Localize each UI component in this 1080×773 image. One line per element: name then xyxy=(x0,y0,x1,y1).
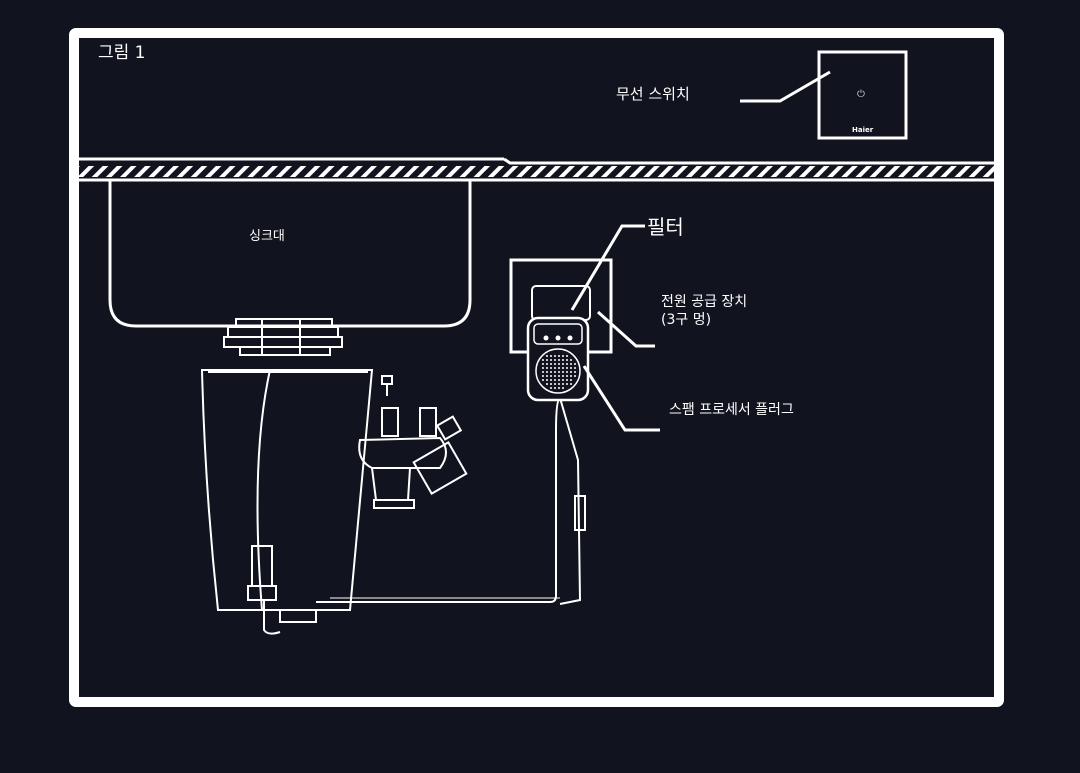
grille-dot xyxy=(542,363,544,365)
grille-dot xyxy=(566,363,568,365)
grille-dot xyxy=(566,355,568,357)
grille-dot xyxy=(562,379,564,381)
grille-dot xyxy=(570,379,572,381)
grille-dot xyxy=(558,359,560,361)
grille-dot xyxy=(562,371,564,373)
grille-dot xyxy=(550,387,552,389)
grille-dot xyxy=(574,367,576,369)
grille-dot xyxy=(566,379,568,381)
grille-dot xyxy=(562,387,564,389)
grille-dot xyxy=(550,379,552,381)
wireless-switch-panel xyxy=(740,50,908,140)
grille-dot xyxy=(558,371,560,373)
plug-speaker-grille xyxy=(535,348,581,394)
grille-dot xyxy=(542,359,544,361)
grille-dot xyxy=(566,383,568,385)
grille-dot xyxy=(558,383,560,385)
grille-dot xyxy=(554,359,556,361)
grille-dot xyxy=(546,363,548,365)
grille-dot xyxy=(566,371,568,373)
grille-dot xyxy=(546,367,548,369)
grille-dot xyxy=(558,375,560,377)
grille-dot xyxy=(550,367,552,369)
grille-dot xyxy=(558,363,560,365)
grille-dot xyxy=(550,371,552,373)
grille-dot xyxy=(574,371,576,373)
sink-basin xyxy=(108,180,472,328)
grille-dot xyxy=(554,355,556,357)
grille-dot xyxy=(574,363,576,365)
grille-dot xyxy=(562,355,564,357)
grille-dot xyxy=(566,375,568,377)
grille-dot xyxy=(542,371,544,373)
grille-dot xyxy=(574,375,576,377)
grille-dot xyxy=(554,383,556,385)
grille-dot xyxy=(550,375,552,377)
grille-dot xyxy=(562,363,564,365)
grille-dot xyxy=(550,363,552,365)
grille-dot xyxy=(554,379,556,381)
grille-dot xyxy=(570,359,572,361)
grille-dot xyxy=(566,367,568,369)
grille-dot xyxy=(546,359,548,361)
countertop xyxy=(79,157,994,182)
switch-brand-label: Haier xyxy=(852,126,874,134)
grille-dot xyxy=(562,383,564,385)
figure-frame xyxy=(69,28,1004,707)
grille-dot xyxy=(546,379,548,381)
power-cord xyxy=(316,397,561,603)
grille-dot xyxy=(554,387,556,389)
spam-plug-leader-line xyxy=(582,365,660,432)
grille-dot xyxy=(570,367,572,369)
grille-dot xyxy=(550,355,552,357)
grille-dot xyxy=(558,379,560,381)
processor-plug xyxy=(526,316,590,402)
grille-dot xyxy=(562,367,564,369)
grille-dot xyxy=(554,367,556,369)
grille-dot xyxy=(558,355,560,357)
spam-processor-plug-label: 스팸 프로세서 플러그 xyxy=(669,402,794,418)
switch-leader-line xyxy=(740,70,831,103)
wireless-switch-label: 무선 스위치 xyxy=(616,85,690,103)
grille-dot xyxy=(570,375,572,377)
grille-dot xyxy=(554,371,556,373)
power-supply-label: 전원 공급 장치 (3구 멍) xyxy=(661,294,748,328)
grille-dot xyxy=(554,363,556,365)
grille-dot xyxy=(542,375,544,377)
grille-dot xyxy=(550,359,552,361)
grille-dot xyxy=(554,375,556,377)
power-icon: ⏻ xyxy=(857,89,865,100)
grille-dot xyxy=(546,375,548,377)
grille-dot xyxy=(562,375,564,377)
grille-dot xyxy=(546,371,548,373)
power-supply-leader-line xyxy=(596,310,655,348)
grille-dot xyxy=(550,383,552,385)
grille-dot xyxy=(570,371,572,373)
sink-label: 싱크대 xyxy=(249,229,285,244)
grille-dot xyxy=(546,383,548,385)
grille-dot xyxy=(558,367,560,369)
grille-dot xyxy=(546,355,548,357)
food-disposer xyxy=(200,369,468,635)
grille-dot xyxy=(542,379,544,381)
grille-dot xyxy=(558,387,560,389)
grille-dot xyxy=(570,363,572,365)
filter-leader-line xyxy=(570,224,645,311)
sink-flange xyxy=(223,318,343,356)
grille-dot xyxy=(570,383,572,385)
filter-label: 필터 xyxy=(647,215,684,239)
grille-dot xyxy=(566,359,568,361)
grille-dot xyxy=(562,359,564,361)
figure-title: 그림 1 xyxy=(98,43,146,63)
grille-dot xyxy=(542,367,544,369)
